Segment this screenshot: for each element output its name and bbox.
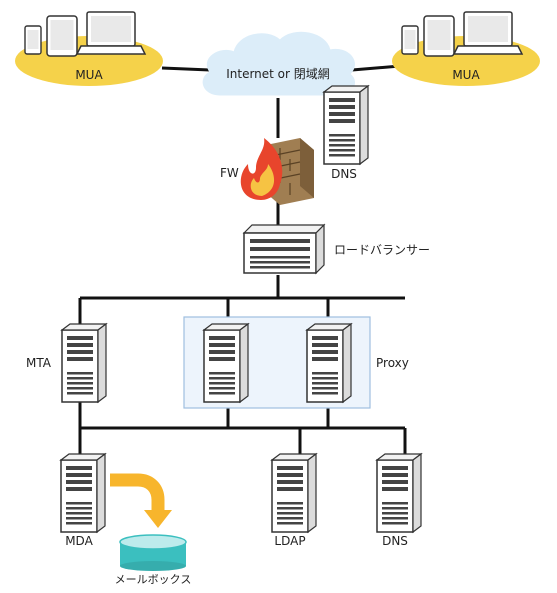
load-balancer-icon [242, 223, 326, 275]
mailbox: メールボックス [115, 534, 192, 586]
mta-server: MTA [26, 323, 107, 403]
dns-top-server: DNS [323, 85, 369, 181]
internet-label: Internet or 閉域網 [226, 67, 330, 81]
dns-top-server-icon [323, 85, 369, 165]
load-balancer: ロードバランサー [242, 223, 430, 275]
mda-server: MDA [60, 453, 106, 548]
mua-left-label: MUA [75, 68, 103, 82]
flame-icon [240, 138, 283, 200]
firewall: FW [220, 138, 314, 205]
mailbox-icon [119, 534, 187, 571]
proxy-label: Proxy [376, 356, 409, 370]
mua-left: MUA [15, 11, 163, 86]
ldap-server: LDAP [271, 453, 317, 548]
mda-label: MDA [65, 534, 93, 548]
arrow-to-mailbox-icon [110, 473, 172, 528]
line-mua-right-internet [351, 64, 401, 72]
mailbox-label: メールボックス [115, 573, 192, 586]
proxy-server-1-icon [203, 323, 249, 403]
load-balancer-label: ロードバランサー [334, 243, 430, 257]
internet-cloud: Internet or 閉域網 [202, 31, 356, 96]
dns-top-label: DNS [331, 167, 357, 181]
dns-bottom-server-icon [376, 453, 422, 533]
dns-bottom-server: DNS [376, 453, 422, 548]
line-mua-left-internet [161, 66, 211, 72]
mta-server-icon [61, 323, 107, 403]
ldap-server-icon [271, 453, 317, 533]
fw-label: FW [220, 166, 239, 180]
mua-right: MUA [392, 11, 540, 86]
proxy-server-2-icon [306, 323, 352, 403]
mta-label: MTA [26, 356, 52, 370]
mda-server-icon [60, 453, 106, 533]
cloud-icon [202, 31, 356, 96]
dns-bottom-label: DNS [382, 534, 408, 548]
mua-right-label: MUA [452, 68, 480, 82]
ldap-label: LDAP [274, 534, 305, 548]
